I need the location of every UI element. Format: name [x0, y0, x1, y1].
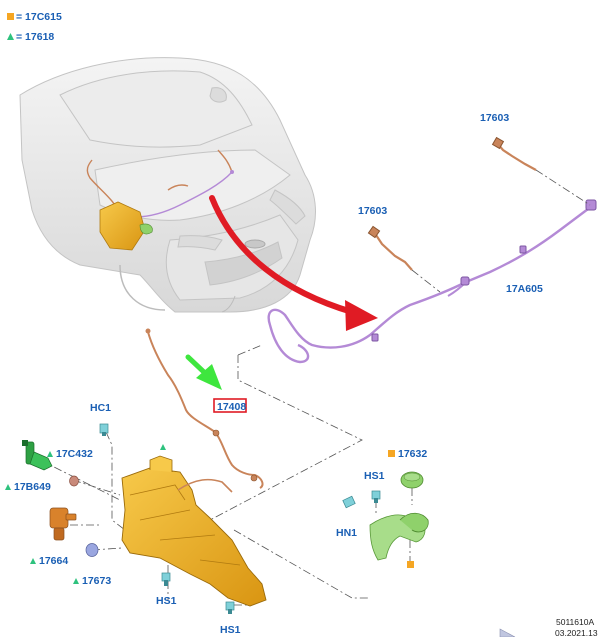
label-17603-left[interactable]: 17603 — [358, 205, 387, 217]
label-hs1-right[interactable]: HS1 — [364, 470, 385, 482]
car-illustration — [19, 57, 316, 313]
legend: = 17C615 = 17618 — [7, 11, 62, 43]
car-reservoir-icon — [99, 201, 146, 251]
label-17a605[interactable]: 17A605 — [506, 283, 543, 295]
legend-item-triangle: = 17618 — [16, 31, 54, 43]
label-17673[interactable]: 17673 — [82, 575, 111, 587]
washer-pump-rear — [49, 507, 77, 541]
car-filler-icon — [139, 223, 153, 235]
label-hs1-left-bottom[interactable]: HS1 — [220, 624, 241, 636]
washer-hose-assembly — [267, 136, 597, 364]
grommet-part — [69, 475, 79, 487]
hn1-nut — [342, 495, 356, 509]
seal-part — [85, 543, 99, 557]
square-marker-icon — [407, 561, 414, 568]
corner-tab-icon — [499, 628, 516, 637]
triangle-marker-icon — [160, 444, 166, 450]
red-direction-arrow — [209, 195, 378, 331]
filler-neck-assembly — [342, 471, 429, 568]
rear-washer-hose — [145, 328, 264, 489]
label-17408[interactable]: 17408 — [217, 401, 246, 413]
hs1-screw-left-top — [161, 572, 171, 586]
legend-square-icon — [7, 13, 14, 20]
hs1-screw-right — [371, 490, 381, 500]
washer-reservoir — [121, 444, 267, 607]
green-direction-arrow — [185, 354, 222, 390]
label-hs1-left-top[interactable]: HS1 — [156, 595, 177, 607]
label-17603-right[interactable]: 17603 — [480, 112, 509, 124]
legend-triangle-icon — [7, 33, 14, 40]
square-marker-17632 — [388, 450, 395, 457]
highlight-box — [213, 398, 247, 413]
footer-date: 03.2021.13 — [555, 628, 598, 637]
label-17632[interactable]: 17632 — [398, 448, 427, 460]
label-hc1[interactable]: HC1 — [90, 402, 111, 414]
legend-item-square: = 17C615 — [16, 11, 62, 23]
triangle-markers — [5, 451, 79, 584]
hs1-screw-left-bottom — [225, 601, 235, 614]
label-17c432[interactable]: 17C432 — [56, 448, 93, 460]
label-hn1[interactable]: HN1 — [336, 527, 357, 539]
footer-ref: 5011610A — [556, 617, 594, 627]
washer-pump-front — [22, 440, 53, 471]
label-17b649[interactable]: 17B649 — [14, 481, 51, 493]
label-17664[interactable]: 17664 — [39, 555, 68, 567]
hose-end-cap — [585, 199, 597, 211]
hc1-clip — [99, 423, 109, 436]
